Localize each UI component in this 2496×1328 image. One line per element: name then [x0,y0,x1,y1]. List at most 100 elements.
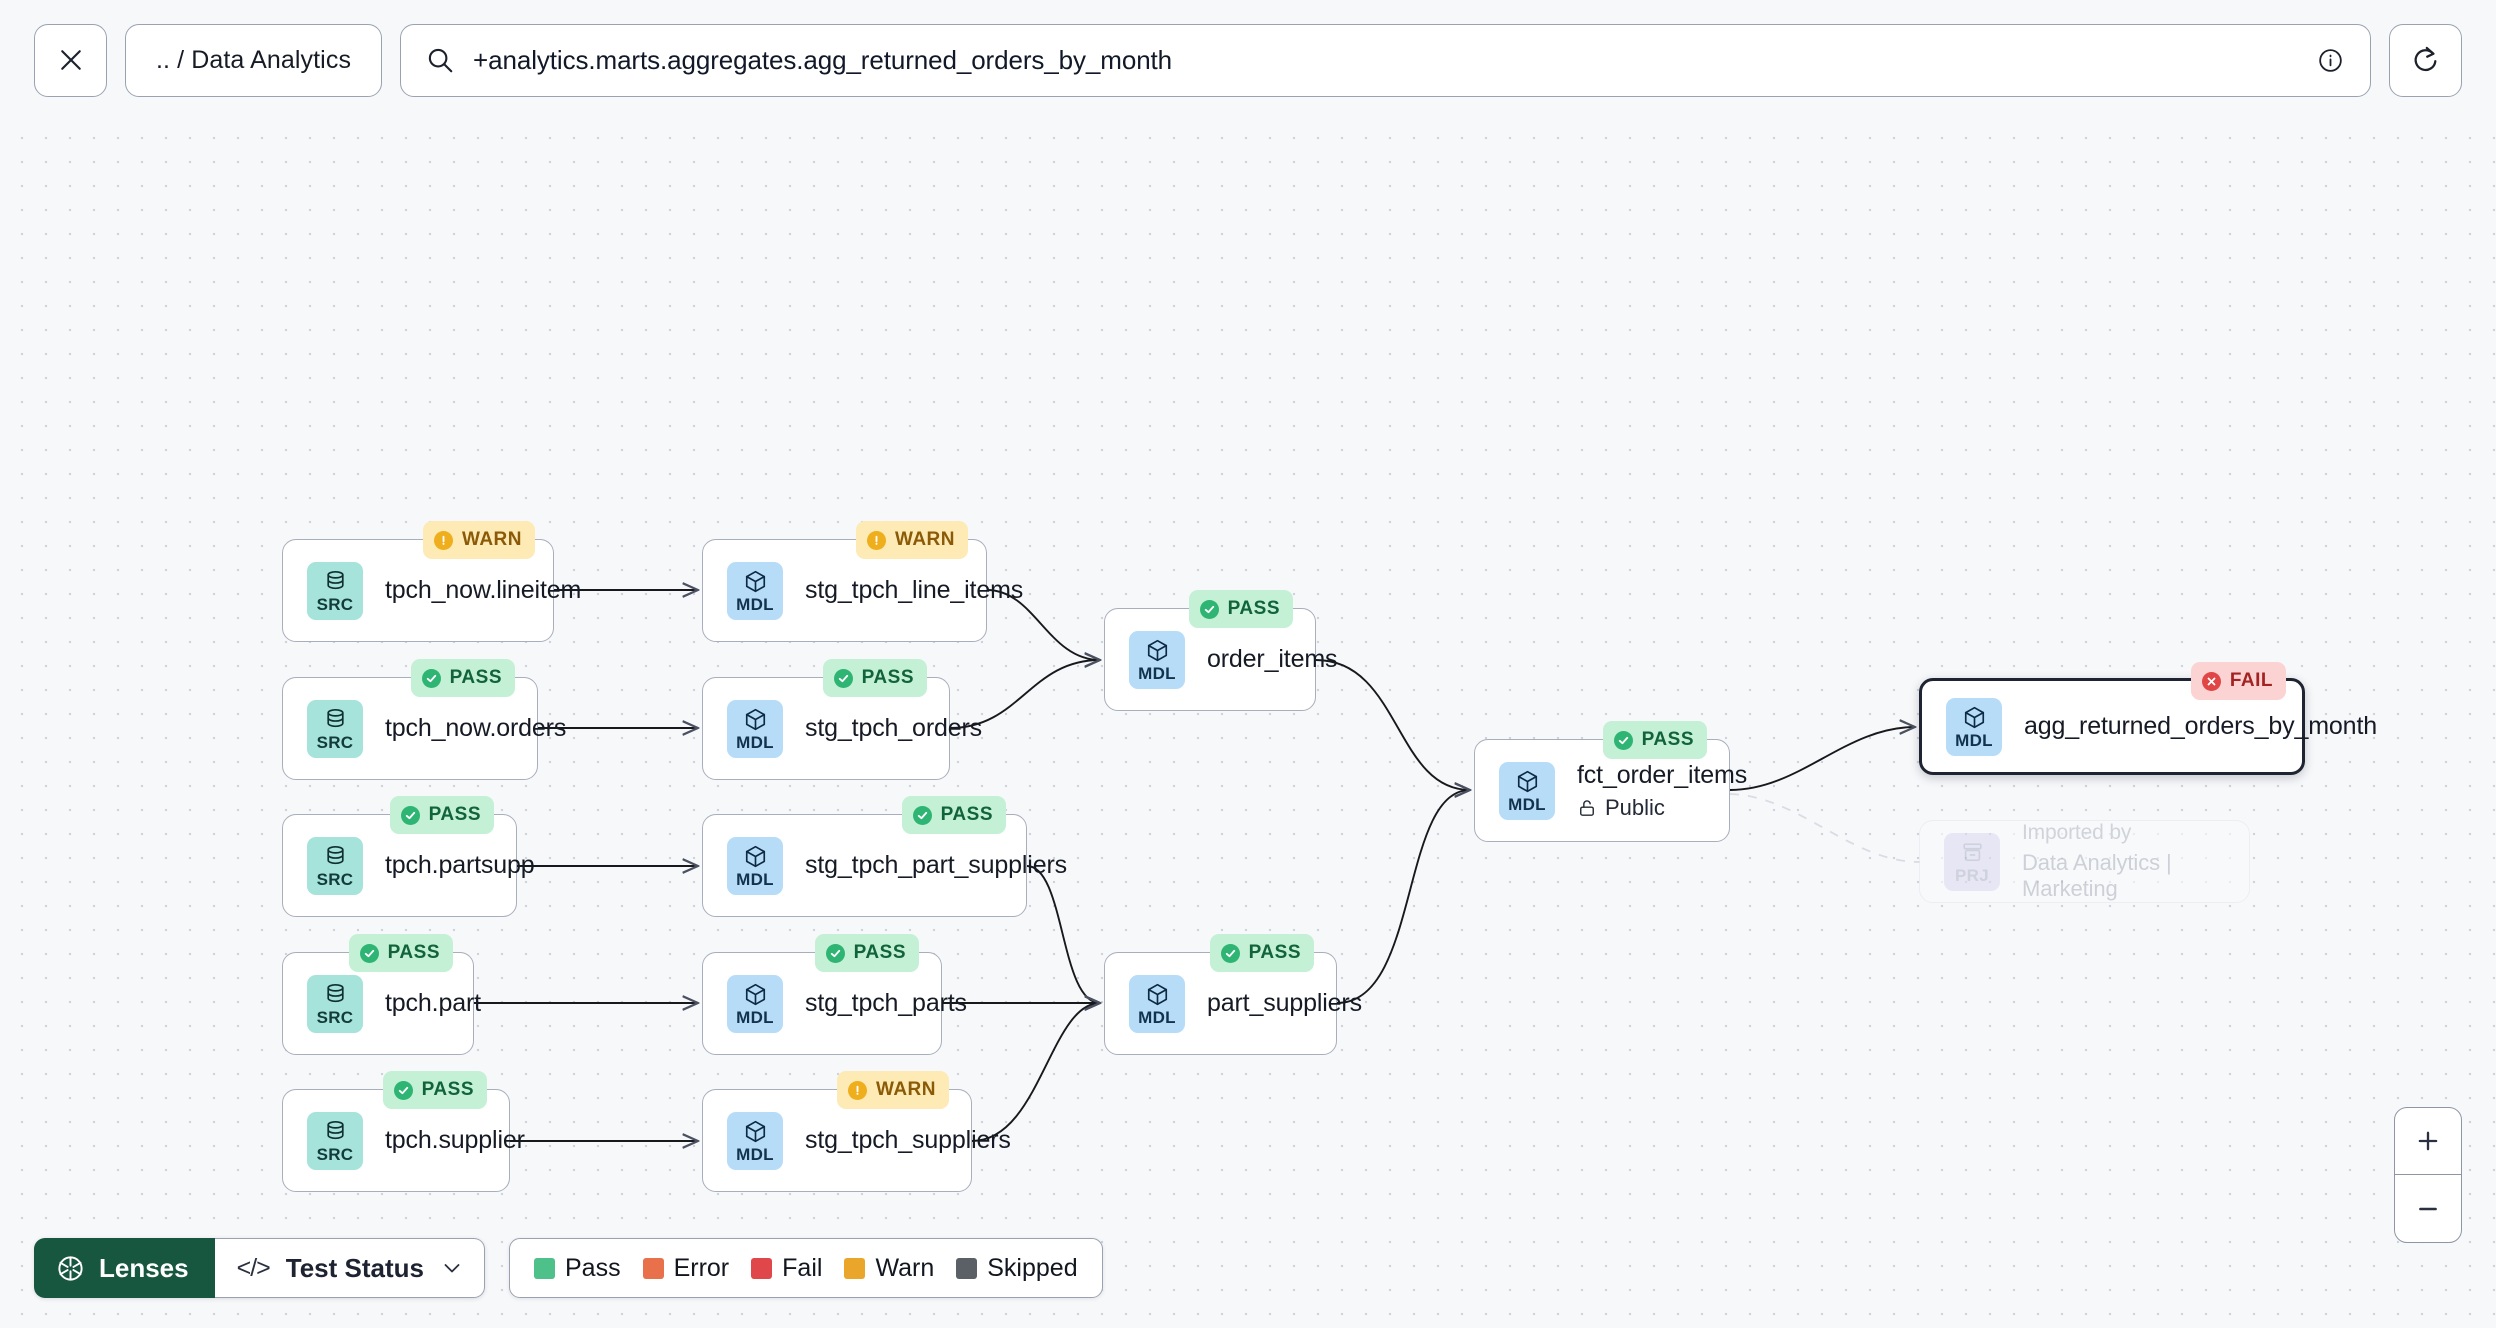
legend-label: Skipped [987,1253,1078,1282]
status-badge-label: PASS [1227,598,1280,619]
mdl-icon [743,569,768,595]
status-badge-warn[interactable]: WARN [836,1071,949,1109]
close-button[interactable] [34,23,107,97]
node-type-chip-mdl: MDL [1129,630,1185,689]
node-type-label: SRC [316,594,354,614]
legend-label: Warn [875,1253,935,1282]
status-warn-icon [866,530,886,550]
status-legend: Pass Error Fail Warn Skipped [508,1238,1103,1298]
graph-node-tpch_now_orders[interactable]: PASS SRC tpch_now.orders [282,659,566,780]
status-pass-icon [359,943,379,963]
test-status-label: Test Status [285,1252,424,1283]
search-input[interactable] [473,44,2299,76]
node-title: agg_returned_orders_by_month [2024,712,2377,740]
node-type-chip-src: SRC [307,836,363,895]
status-badge-label: PASS [1641,729,1694,750]
node-type-chip-mdl: MDL [727,1111,783,1170]
node-type-label: MDL [736,732,774,752]
mdl-icon [1145,982,1170,1008]
lineage-canvas[interactable]: WARN SRC tpch_now.lineitem PASS SRC tpch_n… [0,120,2496,1328]
zoom-controls [2394,1107,2462,1243]
legend-item-warn[interactable]: Warn [844,1254,934,1283]
breadcrumb[interactable]: .. / Data Analytics [125,23,383,97]
status-badge-warn[interactable]: WARN [422,521,535,559]
graph-node-imported-by-project: PRJ Imported by Data Analytics | Marketi… [1919,820,2250,903]
status-badge-label: PASS [861,667,914,688]
graph-node-stg_tpch_part_suppliers[interactable]: PASS MDL stg_tpch_part_suppliers [702,796,1067,917]
mdl-icon [743,1119,768,1145]
legend-item-fail[interactable]: Fail [751,1254,822,1283]
status-badge-fail[interactable]: FAIL [2190,662,2286,700]
node-title: part_suppliers [1207,989,1362,1017]
test-status-dropdown[interactable]: </> Test Status [214,1238,485,1298]
search-bar[interactable] [400,23,2371,97]
code-icon: </> [236,1253,271,1282]
legend-item-error[interactable]: Error [642,1254,729,1283]
graph-node-stg_tpch_line_items[interactable]: WARN MDL stg_tpch_line_items [702,521,1023,642]
node-body: tpch_now.orders [385,714,566,743]
status-badge-pass[interactable]: PASS [1209,934,1314,972]
legend-item-skipped[interactable]: Skipped [956,1253,1078,1283]
node-title: tpch_now.orders [385,714,567,742]
status-badge-label: PASS [1248,942,1301,963]
node-type-label: MDL [736,594,774,614]
node-title: tpch_now.lineitem [385,576,582,604]
status-badge-pass[interactable]: PASS [814,934,919,972]
status-badge-pass[interactable]: PASS [348,934,453,972]
status-badge-pass[interactable]: PASS [1188,590,1293,628]
node-type-label: PRJ [1955,865,1989,885]
node-title: stg_tpch_part_suppliers [805,851,1067,879]
node-type-chip-mdl: MDL [1129,974,1185,1033]
zoom-in-button[interactable] [2395,1108,2461,1175]
lenses-button[interactable]: Lenses [34,1238,215,1298]
status-badge-pass[interactable]: PASS [822,659,927,697]
src-icon [323,844,348,870]
graph-node-part_suppliers[interactable]: PASS MDL part_suppliers [1104,934,1362,1055]
ghost-edge [1729,793,1921,863]
status-badge-pass[interactable]: PASS [389,796,494,834]
graph-node-agg_returned_orders_by_month[interactable]: FAIL MDL agg_returned_orders_by_month [1919,662,2377,775]
src-icon [323,1119,348,1145]
mdl-icon [1515,769,1540,795]
node-type-label: SRC [316,1144,354,1164]
legend-label: Pass [564,1253,621,1282]
status-badge-pass[interactable]: PASS [1602,721,1707,759]
node-type-label: SRC [316,732,354,752]
node-body: stg_tpch_line_items [805,576,1023,605]
status-pass-icon [833,668,853,688]
prj-icon [1960,840,1985,866]
node-type-chip-src: SRC [307,561,363,620]
zoom-out-button[interactable] [2395,1175,2461,1242]
status-pass-icon [825,943,845,963]
node-body: stg_tpch_part_suppliers [805,851,1067,880]
edge-layer [474,120,1921,1328]
graph-node-tpch_supplier[interactable]: PASS SRC tpch.supplier [282,1071,525,1192]
aperture-icon [58,1255,83,1281]
node-type-label: MDL [736,869,774,889]
info-icon[interactable] [2317,47,2344,74]
legend-item-pass[interactable]: Pass [533,1253,621,1283]
node-type-label: MDL [736,1144,774,1164]
node-title: tpch.supplier [385,1126,525,1154]
plus-icon [2418,1131,2438,1151]
legend-swatch-error [642,1257,664,1279]
bottom-toolbar: Lenses </> Test Status Pass Error Fail W… [34,1238,1103,1298]
node-type-label: SRC [316,869,354,889]
node-body: tpch.part [385,989,481,1018]
status-badge-pass[interactable]: PASS [382,1071,487,1109]
node-type-label: MDL [1508,794,1546,814]
status-badge-pass[interactable]: PASS [901,796,1006,834]
status-badge-warn[interactable]: WARN [855,521,968,559]
node-type-chip-mdl: MDL [1946,697,2002,756]
refresh-button[interactable] [2389,23,2462,97]
status-badge-pass[interactable]: PASS [410,659,515,697]
node-visibility: Public [1577,795,1747,821]
graph-node-tpch_now_lineitem[interactable]: WARN SRC tpch_now.lineitem [282,521,581,642]
